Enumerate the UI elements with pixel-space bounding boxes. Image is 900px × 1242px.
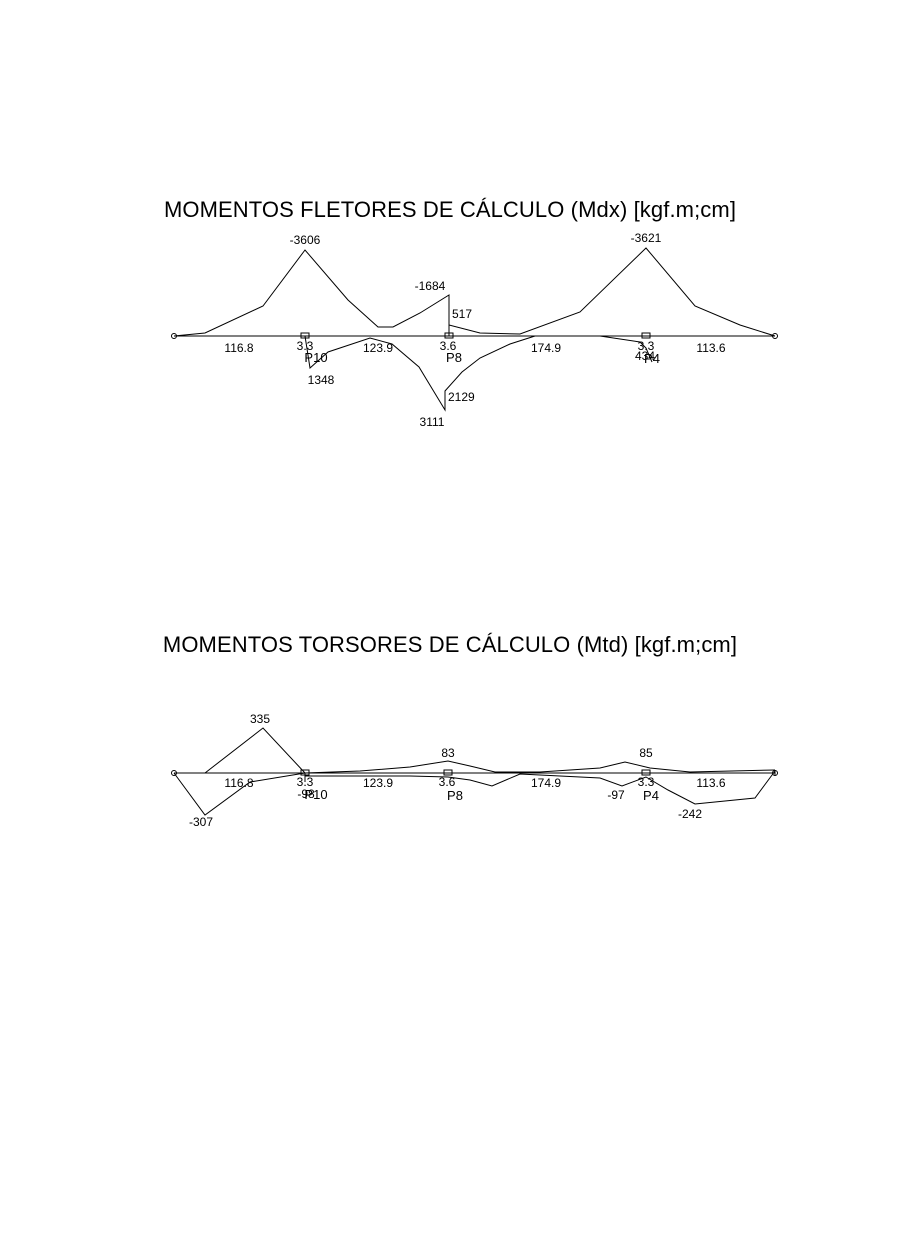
torsion-support-p8 [443, 769, 453, 776]
torsion-pillar-p8: P8 [447, 788, 463, 803]
flexure-span-3: 174.9 [531, 341, 561, 355]
flexure-value-neg-p10: -3606 [290, 233, 321, 247]
torsion-labels: 335 83 85 116.8 123.9 174.9 113.6 3.3 3.… [189, 712, 726, 829]
torsion-pillar-p10: P10 [304, 787, 327, 802]
torsion-span-4: 113.6 [696, 776, 725, 790]
flexure-pillar-p8: P8 [446, 350, 462, 365]
torsion-span-3: 174.9 [531, 776, 561, 790]
torsion-value-p4-neg: -97 [607, 788, 625, 802]
torsion-value-p4-peak: 85 [639, 746, 653, 760]
flexure-value-p8-upper: 517 [452, 307, 472, 321]
torsion-support-width-p4: 3.3 [638, 775, 655, 789]
torsion-span-1: 116.8 [224, 776, 253, 790]
flexure-value-p10-pos: 1348 [308, 373, 335, 387]
flexure-value-max-pos: 3111 [420, 415, 445, 429]
torsion-value-low-span1: -307 [189, 815, 213, 829]
flexure-labels: -3606 -3621 -1684 517 116.8 123.9 174.9 … [224, 231, 725, 429]
flexure-diagram [171, 247, 778, 412]
flexure-span-2: 123.9 [363, 341, 393, 355]
torsion-diagram-title: MOMENTOS TORSORES DE CÁLCULO (Mtd) [kgf.… [162, 632, 738, 657]
flexure-support-p8 [444, 332, 454, 339]
flexure-value-p4-pos: 434 [635, 349, 655, 363]
torsion-value-peak-span1: 335 [250, 712, 270, 726]
flexure-support-left-end [171, 333, 177, 339]
flexure-moment-curve-top [173, 247, 776, 337]
flexure-diagram-title: MOMENTOS FLETORES DE CÁLCULO (Mdx) [kgf.… [163, 197, 737, 222]
torsion-curve-span1-bottom [173, 772, 306, 816]
flexure-value-neg-p4: -3621 [631, 231, 662, 245]
flexure-span-1: 116.8 [224, 341, 253, 355]
flexure-support-right-end [772, 333, 778, 339]
flexure-support-width-p4: 3.3 [638, 339, 655, 353]
flexure-moment-curve-bottom [304, 335, 536, 412]
torsion-curve-mid-top [304, 760, 776, 774]
flexure-support-p4 [641, 332, 651, 339]
torsion-support-p4 [641, 769, 651, 776]
torsion-value-low-span4: -242 [678, 807, 702, 821]
torsion-support-left-end [171, 770, 177, 776]
flexure-value-p8-pos: 2129 [448, 390, 475, 404]
torsion-diagram [171, 727, 778, 816]
flexure-support-width-p8: 3.6 [440, 339, 457, 353]
flexure-value-neg-p8: -1684 [415, 279, 446, 293]
flexure-moment-curve-p4 [599, 335, 653, 363]
flexure-support-p10 [300, 332, 310, 339]
torsion-support-right-end [772, 770, 778, 776]
flexure-support-width-p10: 3.3 [297, 339, 314, 353]
torsion-support-width-p8: 3.6 [439, 775, 456, 789]
flexure-pillar-p10: P10 [304, 350, 327, 365]
torsion-support-width-p10: 3.3 [297, 775, 314, 789]
torsion-value-p10-neg: -98 [297, 787, 315, 801]
torsion-pillar-p4: P4 [643, 788, 659, 803]
torsion-curve-mid-bottom [305, 770, 776, 805]
flexure-pillar-p4: P4 [644, 351, 660, 366]
torsion-span-2: 123.9 [363, 776, 393, 790]
torsion-value-p8-peak: 83 [441, 746, 455, 760]
torsion-curve-span1-top [204, 727, 306, 774]
torsion-support-p10 [300, 769, 310, 776]
flexure-span-4: 113.6 [696, 341, 725, 355]
